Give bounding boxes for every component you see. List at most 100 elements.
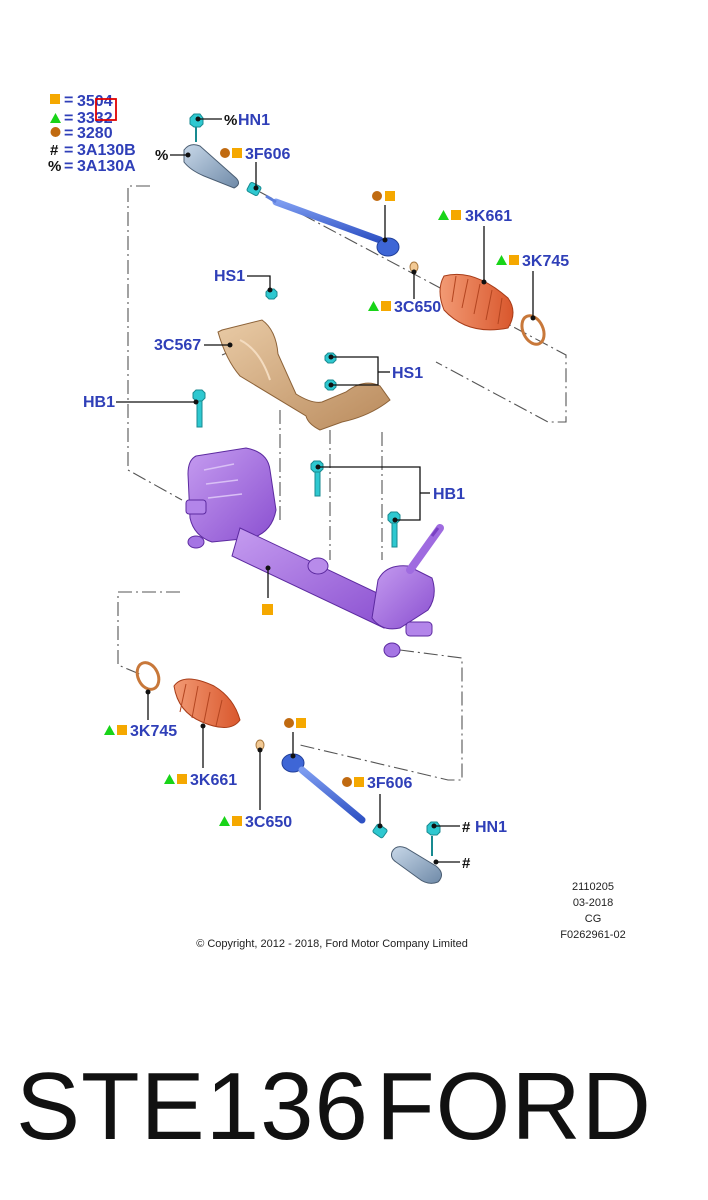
jam-nut <box>372 823 388 839</box>
legend-equals: = <box>64 142 73 159</box>
callout-3f606-top: 3F606 <box>245 146 290 163</box>
callout-hn1-bottom: HN1 <box>475 819 507 836</box>
callout-3k661-bottom: 3K661 <box>190 772 237 789</box>
mount-boss <box>307 557 329 575</box>
inner-ball-joint <box>376 237 400 257</box>
callout-3k745-bottom: 3K745 <box>130 723 177 740</box>
callout-3c567: 3C567 <box>154 337 201 354</box>
housing-ribs <box>203 463 243 499</box>
triangle-symbol-icon <box>164 774 175 784</box>
callout-3f606-bottom: 3F606 <box>367 775 412 792</box>
square-symbol-icon <box>232 148 242 158</box>
callout-3k661-top: 3K661 <box>465 208 512 225</box>
rack-tube <box>231 527 393 629</box>
square-symbol-icon <box>381 301 391 311</box>
bellows-rib <box>451 275 457 303</box>
square-symbol-icon <box>296 718 306 728</box>
triangle-symbol-icon <box>496 255 507 265</box>
heat-shield-highlight <box>239 339 271 381</box>
legend-code-triangle: 3332 <box>77 110 113 127</box>
dash-outline <box>259 191 567 423</box>
square-symbol-icon <box>262 604 273 615</box>
circle-symbol-icon <box>284 718 294 728</box>
bellows-rib <box>191 685 199 719</box>
figure-id: F0262961-02 <box>560 929 625 941</box>
triangle-symbol-icon <box>50 113 61 123</box>
dash-outline <box>127 185 183 501</box>
triangle-symbol-icon <box>368 301 379 311</box>
pinion-housing <box>371 565 435 630</box>
triangle-symbol-icon <box>104 725 115 735</box>
callout-hb1-right: HB1 <box>433 486 465 503</box>
nut-icon <box>426 821 441 836</box>
bellows-rib <box>485 289 493 321</box>
clamp-ring <box>135 661 161 691</box>
legend-code-percent: 3A130A <box>77 158 136 175</box>
doc-number: 2110205 <box>572 881 614 893</box>
mount-boss <box>383 642 401 658</box>
heat-shield <box>217 319 391 431</box>
legend-equals: = <box>64 158 73 175</box>
tie-rod-end <box>391 846 442 884</box>
copyright: © Copyright, 2012 - 2018, Ford Motor Com… <box>196 938 468 950</box>
tie-rod <box>272 198 384 244</box>
circle-symbol-icon <box>220 148 230 158</box>
tie-rod-end <box>183 144 240 189</box>
doc-date: 03-2018 <box>573 897 613 909</box>
callout-hn1-top: HN1 <box>238 112 270 129</box>
housing-end <box>185 499 207 515</box>
square-symbol-icon <box>117 725 127 735</box>
percent-marker: % <box>224 112 237 129</box>
percent-marker-tie-rod-end: % <box>155 147 168 164</box>
triangle-symbol-icon <box>219 816 230 826</box>
caption-brand: FORD <box>376 1053 652 1160</box>
legend-code-hash: 3A130B <box>77 142 136 159</box>
legend-equals: = <box>64 92 73 109</box>
housing-end <box>405 621 433 637</box>
bolt-icon <box>192 389 206 428</box>
callout-3c650-bottom: 3C650 <box>245 814 292 831</box>
dash-outline <box>117 591 180 676</box>
bellows-rib <box>203 691 211 723</box>
circle-symbol-icon <box>50 127 61 137</box>
upper-tie-rod-group <box>183 113 546 346</box>
legend-code-circle: 3280 <box>77 125 113 142</box>
callout-hb1-left: HB1 <box>83 394 115 411</box>
bellows-rib <box>473 283 481 315</box>
bellows-rib <box>497 297 503 325</box>
mount-boss <box>187 535 205 549</box>
square-symbol-icon <box>177 774 187 784</box>
callout-3k745-top: 3K745 <box>522 253 569 270</box>
callout-hs1-top: HS1 <box>214 268 245 285</box>
doc-initials: CG <box>585 913 602 925</box>
square-symbol-icon <box>232 816 242 826</box>
callout-hs1-mid: HS1 <box>392 365 423 382</box>
legend: = 3504 = 3332 = 3280 # = 3A130B % = 3A13… <box>48 92 136 175</box>
square-symbol-icon <box>354 777 364 787</box>
square-symbol-icon <box>385 191 395 201</box>
square-symbol-icon <box>451 210 461 220</box>
lower-tie-rod-group <box>135 661 442 884</box>
bellows-rib <box>179 683 187 713</box>
heat-shield-group <box>217 288 391 431</box>
tie-rod <box>298 766 366 824</box>
callouts: % HN1 % 3F606 3K661 3K745 3C650 <box>83 112 569 872</box>
clamp-ring <box>520 314 546 346</box>
dash-outline <box>299 649 463 781</box>
highlight-box <box>95 98 117 121</box>
bellows-rib <box>215 699 223 727</box>
hash-marker-tie-rod-end: # <box>462 855 471 872</box>
square-symbol-icon <box>50 94 60 104</box>
bellows-rib <box>461 278 469 309</box>
pinion-shaft <box>406 524 444 574</box>
steering-rack <box>185 447 444 658</box>
legend-code-square: 3504 <box>77 93 113 110</box>
hash-marker: # <box>462 819 471 836</box>
pinion-spline <box>430 527 440 537</box>
circle-symbol-icon <box>372 191 382 201</box>
caption-part-number: STE136 <box>16 1053 369 1160</box>
tie-rod-thread <box>265 194 277 204</box>
triangle-symbol-icon <box>438 210 449 220</box>
percent-symbol: % <box>48 158 61 175</box>
circle-symbol-icon <box>342 777 352 787</box>
